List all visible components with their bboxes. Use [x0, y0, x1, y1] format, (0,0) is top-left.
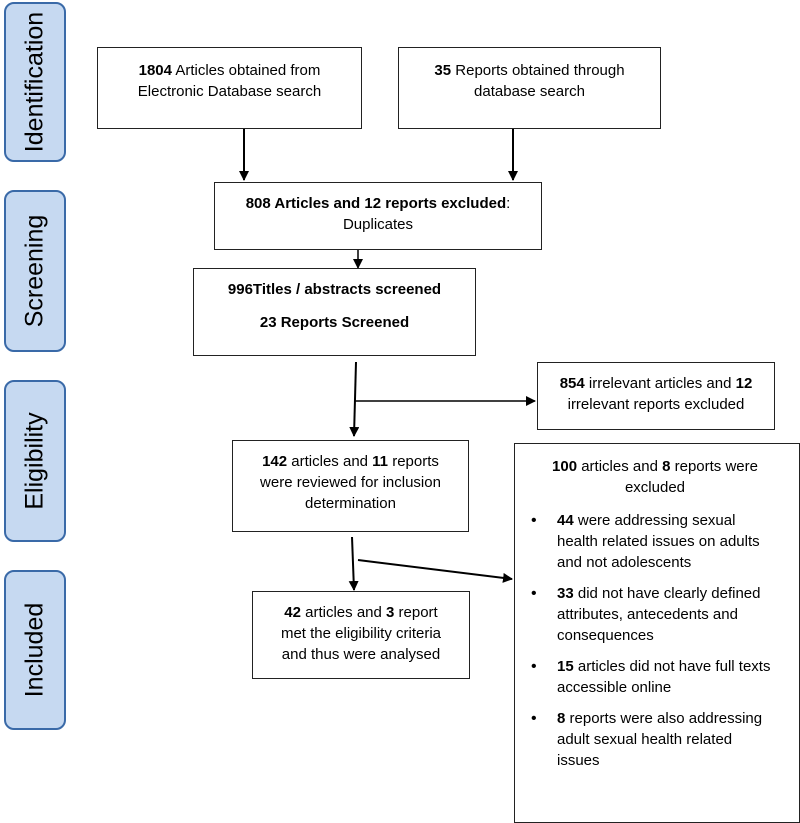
reason-line2: adult sexual health related: [557, 731, 733, 748]
included-text2: report: [394, 604, 438, 621]
phase-screening: Screening: [4, 190, 66, 352]
box-duplicates-excluded: 808 Articles and 12 reports excluded: Du…: [214, 182, 542, 250]
box-articles-obtained: 1804 Articles obtained from Electronic D…: [97, 47, 362, 129]
phase-eligibility: Eligibility: [4, 380, 66, 542]
bullet-icon: •: [531, 658, 537, 675]
box-excluded-reasons: 100 articles and 8 reports were excluded…: [514, 443, 800, 823]
arrow-reviewed-down: [348, 536, 359, 591]
exclusion-reason: • 15 articles did not have full texts ac…: [521, 656, 789, 698]
articles-count: 1804: [138, 62, 172, 79]
bullet-icon: •: [531, 512, 537, 529]
included-line3: and thus were analysed: [281, 646, 441, 663]
reason-count: 44: [557, 512, 574, 529]
exclusion-reason: • 33 did not have clearly defined attrib…: [521, 583, 789, 646]
screened-line1: 996Titles / abstracts screened: [227, 281, 442, 298]
included-line2: met the eligibility criteria: [280, 625, 442, 642]
reviewed-text1: articles and: [287, 453, 373, 470]
reviewed-count1: 142: [262, 453, 288, 470]
arrow-to-excluded: [357, 559, 513, 583]
reason-line3: consequences: [557, 627, 654, 644]
included-text1: articles and: [300, 604, 387, 621]
reason-count: 33: [557, 585, 574, 602]
box-included: 42 articles and 3 report met the eligibi…: [252, 591, 470, 679]
box-irrelevant-excluded: 854 irrelevant articles and 12 irrelevan…: [537, 362, 775, 430]
reason-line3: issues: [557, 752, 600, 769]
irrelevant-line2: irrelevant reports excluded: [567, 396, 745, 413]
irrelevant-count1: 854: [559, 375, 585, 392]
reason-line1: reports were also addressing: [565, 710, 763, 727]
reports-text: Reports obtained through: [451, 62, 625, 79]
included-count1: 42: [284, 604, 301, 621]
irrelevant-text1: irrelevant articles and: [584, 375, 736, 392]
reason-line3: and not adolescents: [557, 554, 692, 571]
reviewed-text2: reports: [388, 453, 439, 470]
box-screened: 996Titles / abstracts screened 23 Report…: [193, 268, 476, 356]
duplicates-line2: Duplicates: [342, 216, 414, 233]
bullet-icon: •: [531, 710, 537, 727]
reason-line2: health related issues on adults: [557, 533, 760, 550]
duplicates-bold: 808 Articles and 12 reports excluded: [245, 195, 507, 212]
excluded-text1: articles and: [577, 458, 663, 475]
phase-included: Included: [4, 570, 66, 730]
excluded-count1: 100: [552, 458, 578, 475]
excluded-line2: excluded: [624, 479, 686, 496]
exclusion-reason: • 8 reports were also addressing adult s…: [521, 708, 789, 771]
arrow-screened-down: [349, 361, 360, 437]
box-reviewed: 142 articles and 11 reports were reviewe…: [232, 440, 469, 532]
box-reports-obtained: 35 Reports obtained through database sea…: [398, 47, 661, 129]
phase-identification: Identification: [4, 2, 66, 162]
reviewed-count2: 11: [372, 453, 389, 470]
bullet-icon: •: [531, 585, 537, 602]
excluded-text2: reports were: [670, 458, 758, 475]
reason-line1: articles did not have full texts: [573, 658, 771, 675]
articles-text: Articles obtained from: [171, 62, 321, 79]
duplicates-colon: :: [506, 195, 511, 212]
reason-count: 8: [557, 710, 566, 727]
excluded-count2: 8: [662, 458, 671, 475]
included-count2: 3: [386, 604, 395, 621]
reason-line1: did not have clearly defined: [573, 585, 761, 602]
articles-text-line2: Electronic Database search: [137, 83, 322, 100]
reason-count: 15: [557, 658, 574, 675]
exclusion-reasons-list: • 44 were addressing sexual health relat…: [521, 510, 789, 771]
reason-line1: were addressing sexual: [573, 512, 736, 529]
reason-line2: accessible online: [557, 679, 672, 696]
screened-line2: 23 Reports Screened: [259, 314, 410, 331]
reviewed-line3: determination: [305, 495, 396, 512]
reports-text-line2: database search: [474, 83, 585, 100]
irrelevant-count2: 12: [735, 375, 753, 392]
reports-count: 35: [434, 62, 452, 79]
reviewed-line2: were reviewed for inclusion: [260, 474, 441, 491]
exclusion-reason: • 44 were addressing sexual health relat…: [521, 510, 789, 573]
reason-line2: attributes, antecedents and: [557, 606, 738, 623]
